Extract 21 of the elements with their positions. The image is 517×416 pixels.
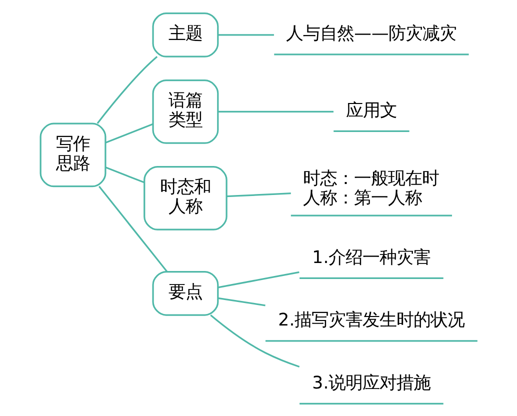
node-text: 1.介绍一种灾害 <box>312 247 430 268</box>
connector <box>210 314 300 367</box>
node-box: 写作思路 <box>39 122 106 187</box>
connector <box>218 296 265 306</box>
connector <box>104 166 144 183</box>
node-text: 时态：一般现在时 人称：第一人称 <box>302 168 438 208</box>
connector <box>218 270 299 288</box>
node-text: 2.描写灾害发生时的状况 <box>278 310 464 330</box>
node-box: 语篇类型 <box>152 79 218 144</box>
node-text: 应用文 <box>345 100 396 120</box>
connector <box>218 110 333 112</box>
connector <box>98 185 168 272</box>
node-box: 主题 <box>152 12 218 57</box>
node-text: 人与自然——防灾减灾 <box>286 24 456 44</box>
node-box: 要点 <box>152 270 218 316</box>
node-box: 时态和人称 <box>143 166 227 230</box>
connector <box>218 34 274 36</box>
connector <box>96 56 158 124</box>
connector <box>104 122 153 143</box>
node-text: 3.说明应对措施 <box>312 372 430 393</box>
connector <box>226 192 290 197</box>
